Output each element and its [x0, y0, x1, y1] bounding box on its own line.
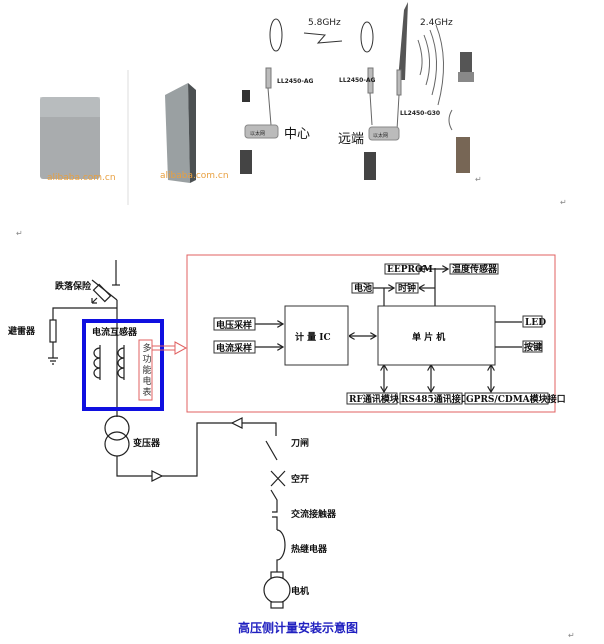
- return-marks: ↵ ↵ ↵ ↵: [16, 175, 575, 640]
- svg-text:温度传感器: 温度传感器: [452, 263, 498, 275]
- svg-text:RS485通讯接口: RS485通讯接口: [401, 393, 470, 405]
- diagram-caption: 高压侧计量安装示意图: [238, 620, 358, 635]
- ap-g30-label: LL2450-G30: [400, 110, 440, 117]
- remote-label: 远端: [338, 132, 364, 147]
- knife-switch-label: 刀闸: [291, 437, 309, 449]
- hub-left: [244, 124, 279, 139]
- svg-text:EEPROM: EEPROM: [387, 265, 433, 275]
- meter-block-frame: [186, 254, 556, 413]
- block-metering-ic: 计 量 IC: [284, 305, 349, 366]
- contactor-label: 交流接触器: [291, 508, 337, 520]
- arrester-label: 避雷器: [8, 325, 36, 337]
- block-temp-sensor: 温度传感器: [449, 263, 499, 275]
- wireless-link-icon: [303, 32, 343, 44]
- pc-icon: [240, 150, 252, 174]
- svg-text:↵: ↵: [16, 229, 23, 238]
- svg-text:按键: 按键: [524, 341, 543, 353]
- pc-icon: [364, 152, 376, 180]
- block-clock: 时钟: [395, 282, 419, 294]
- hub-left-label: 以太网: [250, 130, 265, 137]
- svg-text:单 片 机: 单 片 机: [412, 331, 445, 343]
- svg-text:时钟: 时钟: [398, 282, 416, 294]
- block-battery: 电池: [351, 282, 374, 294]
- svg-text:电池: 电池: [354, 282, 372, 294]
- ct-label: 电流互感器: [92, 326, 138, 338]
- svg-text:↵: ↵: [560, 198, 567, 207]
- hub-right-label: 以太网: [373, 132, 388, 139]
- watermark-2: alibaba.com.cn: [160, 171, 229, 181]
- freq-58-label: 5.8GHz: [308, 18, 341, 28]
- svg-text:↵: ↵: [568, 631, 575, 640]
- transformer-label: 变压器: [133, 437, 161, 449]
- dish-antenna-icon: [360, 21, 374, 53]
- svg-text:RF通讯模块: RF通讯模块: [349, 393, 400, 405]
- dish-antenna-icon: [269, 18, 283, 52]
- block-keys: 按键: [522, 340, 543, 353]
- block-current-sampling: 电流采样: [213, 340, 256, 354]
- circuit-lines: [48, 260, 291, 609]
- current-transformer-box: [82, 319, 164, 411]
- reader-photo-2: [165, 83, 196, 183]
- wifi-waves-icon: [417, 24, 444, 106]
- svg-text:GPRS/CDMA模块接口: GPRS/CDMA模块接口: [466, 393, 566, 405]
- svg-text:电流采样: 电流采样: [216, 342, 252, 354]
- ap-right-label: LL2450-AG: [339, 77, 375, 84]
- block-rs485: RS485通讯接口: [399, 392, 470, 405]
- freq-24-label: 2.4GHz: [420, 18, 453, 28]
- block-led: LED: [522, 315, 546, 328]
- ap-left-label: LL2450-AG: [277, 78, 313, 85]
- svg-text:电压采样: 电压采样: [216, 319, 252, 331]
- svg-text:↵: ↵: [475, 175, 482, 184]
- panel-antenna-icon: [398, 2, 408, 80]
- breaker-label: 空开: [291, 473, 309, 485]
- motor-label: 电机: [291, 585, 309, 597]
- ap-device-icon: [396, 69, 402, 96]
- svg-text:LED: LED: [525, 318, 546, 328]
- meter-label: 多功能电表: [141, 342, 152, 398]
- network-diagram: [240, 2, 474, 180]
- block-mcu: 单 片 机: [377, 305, 496, 366]
- svg-text:计 量 IC: 计 量 IC: [295, 331, 331, 343]
- block-eeprom: EEPROM: [384, 263, 433, 275]
- pc-icon: [242, 90, 250, 102]
- relay-label: 热继电器: [291, 543, 328, 555]
- meter-data-arrow: [152, 341, 188, 355]
- ap-device-icon: [265, 67, 272, 89]
- pc-icon: [456, 137, 470, 173]
- reader-photo-1: [40, 97, 100, 179]
- multifunction-meter-box: [138, 339, 153, 401]
- block-rf: RF通讯模块: [346, 392, 400, 405]
- fuse-label: 跌落保险: [55, 280, 92, 292]
- hub-right: [368, 126, 400, 141]
- block-gprs: GPRS/CDMA模块接口: [464, 392, 566, 405]
- laptop-icon: [460, 52, 472, 72]
- center-label: 中心: [284, 127, 310, 142]
- block-voltage-sampling: 电压采样: [213, 317, 256, 331]
- watermark-1: alibaba.com.cn: [47, 173, 116, 183]
